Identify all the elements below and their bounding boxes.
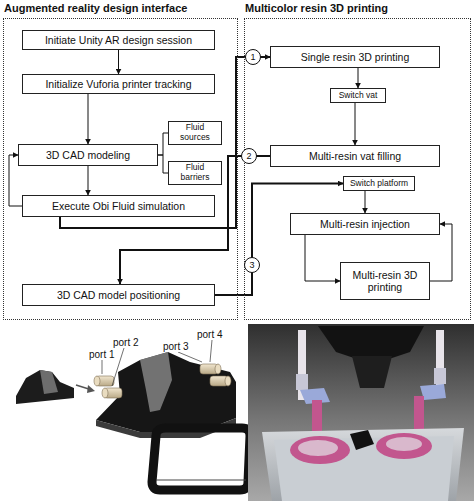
box-label: Multi-resin injection: [320, 218, 410, 230]
box-label: Multi-resin 3D printing: [344, 269, 426, 293]
panel-heading: Multicolor resin 3D printing: [245, 2, 388, 14]
flow-connector: [118, 50, 119, 74]
small-part: [16, 370, 74, 404]
box-label: Initiate Unity AR design session: [45, 34, 192, 46]
transition-arrow: [76, 385, 95, 393]
box-label: 3D CAD model positioning: [57, 289, 180, 301]
port-label: port 3: [162, 341, 190, 352]
flow-connector: [358, 68, 359, 88]
box-label: 3D CAD modeling: [46, 149, 130, 161]
process-box: 3D CAD model positioning: [22, 284, 215, 306]
flow-connector: [215, 184, 343, 296]
box-label: Multi-resin vat filling: [309, 150, 401, 162]
box-label: Single resin 3D printing: [301, 51, 410, 63]
box-label: Fluid barriers: [171, 163, 219, 183]
callout-number: 2: [241, 148, 257, 164]
process-box: 3D CAD modeling: [18, 144, 158, 166]
callout-number: 3: [244, 257, 260, 273]
process-box: Multi-resin vat filling: [270, 145, 440, 167]
process-box: Single resin 3D printing: [270, 46, 440, 68]
flow-connector: [88, 166, 89, 195]
process-box: Execute Obi Fluid simulation: [22, 195, 215, 217]
port-label: port 4: [196, 329, 224, 340]
flow-connector: [365, 191, 366, 213]
option-box: Fluid sources: [168, 121, 222, 145]
box-label: Initialize Vuforia printer tracking: [45, 78, 191, 90]
printer-photo: [248, 324, 474, 501]
box-label: Switch vat: [339, 91, 378, 101]
box-label: Switch platform: [350, 179, 408, 189]
process-box: Initialize Vuforia printer tracking: [22, 74, 215, 94]
flow-connector: [305, 235, 340, 281]
box-label: Execute Obi Fluid simulation: [52, 200, 185, 212]
flow-connector: [120, 156, 270, 284]
callout-number: 1: [245, 49, 261, 65]
box-label: Fluid sources: [171, 123, 219, 143]
port-label: port 1: [88, 349, 116, 360]
vat-frame: [152, 428, 250, 490]
flow-connector: [355, 103, 356, 145]
option-box: Fluid barriers: [168, 161, 222, 185]
step-box: Switch platform: [343, 176, 415, 191]
printing-panel: Multicolor resin 3D printingSingle resin…: [244, 18, 471, 320]
flow-connector: [158, 133, 168, 155]
flow-connector: [88, 94, 89, 144]
step-box: Switch vat: [330, 88, 386, 103]
flow-connector: [158, 155, 168, 173]
design-panel: Augmented reality design interfaceInitia…: [3, 18, 238, 320]
process-box: Multi-resin injection: [290, 213, 440, 235]
port-label: port 2: [112, 337, 140, 348]
panel-heading: Augmented reality design interface: [4, 2, 187, 14]
process-box: Multi-resin 3D printing: [340, 262, 430, 300]
process-box: Initiate Unity AR design session: [22, 30, 215, 50]
